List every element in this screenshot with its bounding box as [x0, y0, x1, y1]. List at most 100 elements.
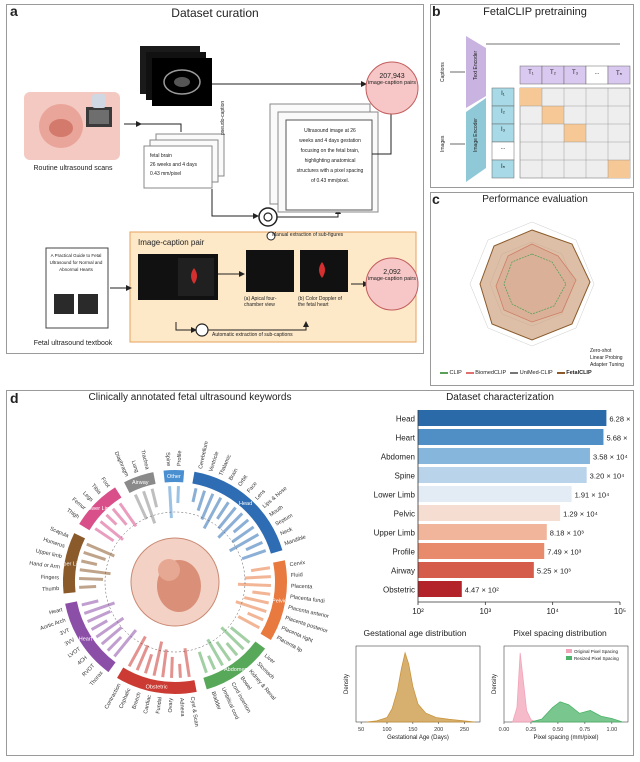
x-tick-label: 0.50: [553, 727, 564, 733]
auto-label: Automatic extraction of sub-captions: [212, 332, 293, 338]
wheel-bar: [83, 601, 116, 615]
bar-category-label: Airway: [391, 567, 415, 576]
wheel-bar: [150, 488, 159, 508]
legend-label: Resized Pixel Spacing: [574, 656, 619, 661]
wheel-arc-abdomen: [203, 641, 266, 690]
wheel-keyword: Orbit: [237, 474, 249, 488]
wheel-bar: [79, 577, 104, 581]
wheel-bar: [235, 600, 267, 613]
wheel-bar: [113, 629, 138, 658]
wheel-arc-heart: [65, 601, 116, 673]
count-bottom: 2,092 image-caption pairs: [366, 269, 418, 282]
wheel-group-label: Other: [167, 474, 181, 480]
i-token-column: [491, 87, 515, 179]
wheel-keyword: Heart: [49, 607, 64, 616]
bar-airway: [418, 562, 534, 578]
wheel-keyword: Thorax: [89, 670, 105, 687]
wheel-bar: [220, 626, 245, 651]
t-token-n: Tₙ: [615, 71, 623, 77]
bar-spine: [418, 467, 587, 483]
wheel-keyword: Bladder: [210, 691, 222, 711]
wheel-keyword: 3VT: [59, 627, 71, 637]
radar-legend: CLIP BiomedCLIP UniMed-CLIP FetalCLIP: [440, 370, 630, 376]
wheel-keyword: Fluid: [291, 572, 303, 579]
caption-line-5: structures with a pixel spacing: [296, 168, 364, 174]
wheel-bar: [86, 542, 115, 558]
legend-clip: CLIP: [440, 370, 462, 376]
y-axis-label: Density: [492, 674, 498, 694]
legend-biomedclip-label: BiomedCLIP: [475, 370, 507, 376]
legend-swatch: [566, 649, 572, 653]
bar-value-label: 4.47 × 10²: [465, 585, 499, 594]
wheel-keyword: Bowel: [239, 676, 253, 692]
bar-value-label: 1.91 × 10⁴: [575, 490, 610, 499]
caption-line-4: highlighting anatomical: [304, 158, 356, 164]
wheel-bar: [133, 493, 148, 520]
wheel-keyword: Lens: [254, 489, 267, 502]
wheel-bar: [245, 540, 264, 552]
legend-biomedclip: BiomedCLIP: [465, 370, 507, 376]
wheel-bar: [217, 506, 237, 530]
text-box-line-3: 0.43 mm/pixel: [150, 171, 182, 177]
legend-linear-probing: Linear Probing: [590, 355, 623, 361]
wheel-keyword: 3VV: [64, 637, 76, 648]
pair-title: Image-caption pair: [138, 238, 205, 247]
wheel-bar: [215, 640, 232, 662]
wheel-group-label: Airway: [132, 480, 149, 486]
legend-unimedclip: UniMed-CLIP: [510, 370, 553, 376]
wheel-bar: [161, 649, 168, 678]
wheel-bar: [191, 488, 198, 503]
wheel-bar: [232, 518, 250, 534]
wheel-bar: [127, 635, 147, 668]
i-token-2: I₂: [501, 109, 505, 115]
wheel-group-label: Lower Limb: [85, 506, 113, 512]
wheel-arc-pelvic: [260, 560, 287, 640]
x-tick-label: 50: [358, 727, 364, 733]
wheel-bar: [247, 611, 264, 622]
book-title: A Practical Guide to Fetal Ultrasound fo…: [49, 253, 103, 272]
bar-value-label: 3.58 × 10⁴: [593, 452, 628, 461]
bar-upper-limb: [418, 524, 547, 540]
wheel-arc-lower-limb: [79, 487, 122, 531]
wheel-keyword: Upper limb: [35, 548, 62, 560]
wheel-bar: [90, 619, 108, 631]
wheel-bar: [79, 584, 97, 589]
wheel-bar: [152, 641, 164, 676]
pseudo-caption-label: pseudo-caption: [220, 100, 226, 135]
panel-c-title: Performance evaluation: [482, 194, 588, 205]
routine-label: Routine ultrasound scans: [33, 165, 113, 172]
wheel-bar: [200, 493, 215, 521]
textbook-label: Fetal ultrasound textbook: [33, 340, 113, 347]
wheel-keyword: Ventricle: [208, 451, 220, 473]
density-area: [530, 701, 623, 723]
bar-abdomen: [418, 448, 590, 464]
wheel-bar: [105, 513, 118, 526]
wheel-bar: [86, 609, 111, 624]
wheel-group-label: Upper Limb: [56, 562, 84, 568]
radar-legend-right: Zero-shot Linear Probing Adapter Tuning: [590, 348, 624, 369]
wheel-group-label: Heart: [79, 637, 93, 643]
wheel-group-label: Head: [239, 501, 252, 507]
wheel-keyword: Thigh: [65, 508, 80, 521]
wheel-bar: [207, 655, 217, 671]
wheel-keyword: Placenta: [291, 584, 314, 591]
wheel-bar: [244, 575, 271, 580]
wheel-keyword: Cephalic: [118, 687, 132, 709]
panel-b-title: FetalCLIP pretraining: [483, 6, 587, 18]
count-top-sub: image-caption pairs: [368, 80, 416, 86]
wheel-keyword: Brain: [228, 468, 239, 482]
wheel-group-label: Obstetric: [146, 684, 168, 690]
t-token-3: T₃: [571, 70, 579, 76]
panel-d-label: d: [10, 390, 19, 406]
bar-lower-limb: [418, 486, 572, 502]
x-tick-label: 200: [434, 727, 443, 733]
wheel-arc-upper-limb: [63, 533, 86, 594]
manual-label: Manual extraction of sub-figures: [272, 232, 344, 238]
wheel-keyword: Cervix: [289, 560, 306, 568]
x-axis-label: Gestational Age (Days): [387, 735, 449, 741]
bar-profile: [418, 543, 545, 559]
bar-category-label: Abdomen: [381, 453, 415, 462]
wheel-keyword: Cardiac: [143, 694, 153, 714]
t-token-labels: T₁ T₂ T₃ ... Tₙ: [520, 70, 630, 77]
t-token-2: T₂: [550, 70, 556, 76]
